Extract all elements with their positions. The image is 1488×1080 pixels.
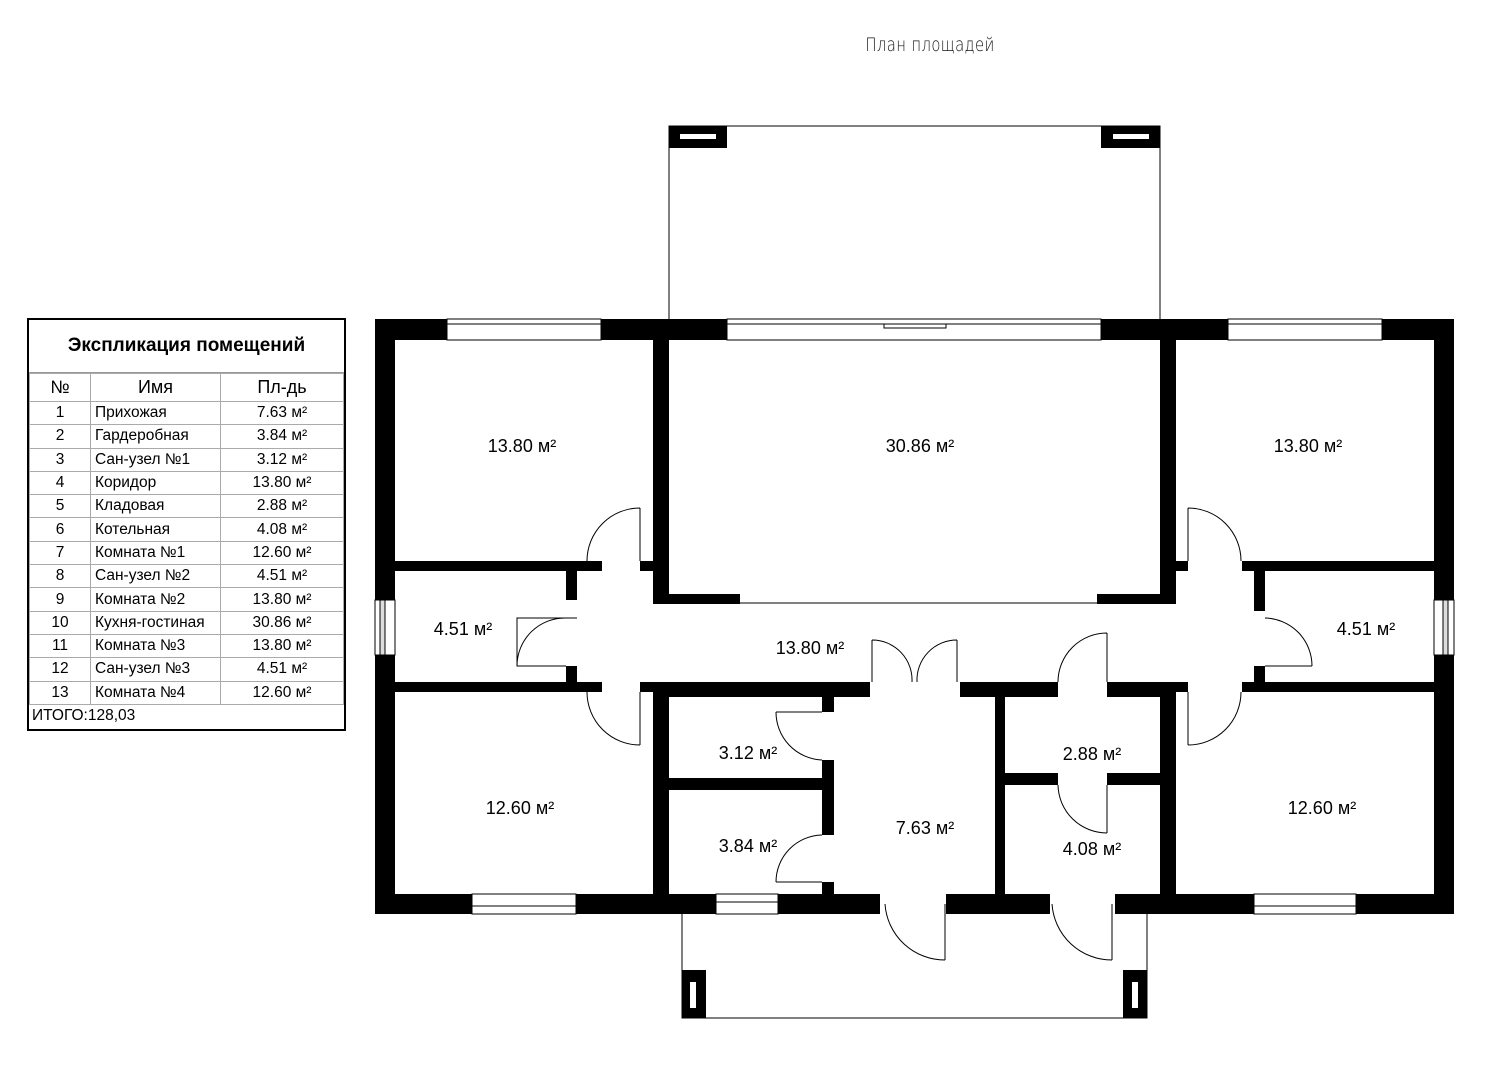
room-area-label: 2.88 м²: [1063, 744, 1121, 764]
room-area-label: 12.60 м²: [486, 798, 554, 818]
row-area: 4.51 м²: [220, 564, 344, 589]
row-name: Сан-узел №3: [90, 657, 221, 682]
row-name: Коридор: [90, 470, 221, 496]
row-number: 3: [29, 447, 91, 472]
plan-title: План площадей: [865, 34, 995, 56]
row-area: 7.63 м²: [220, 400, 344, 426]
row-area: 2.88 м²: [220, 494, 344, 519]
row-area: 4.08 м²: [220, 517, 344, 542]
row-number: 9: [29, 587, 91, 612]
row-area: 3.12 м²: [220, 447, 344, 472]
terrace-column: [669, 126, 1160, 148]
row-name: Кухня-гостиная: [90, 610, 221, 635]
room-area-label: 13.80 м²: [488, 436, 556, 456]
row-number: 11: [29, 633, 91, 659]
room-area-label: 3.84 м²: [719, 836, 777, 856]
row-number: 13: [29, 680, 91, 705]
room-area-label: 30.86 м²: [886, 436, 954, 456]
row-area: 13.80 м²: [220, 587, 344, 612]
row-number: 6: [29, 517, 91, 542]
room-area-label: 4.51 м²: [434, 619, 492, 639]
porch-column: [682, 970, 1147, 1018]
row-area: 13.80 м²: [220, 470, 344, 496]
col-area: Пл-дь: [220, 373, 344, 402]
room-area-label: 3.12 м²: [719, 743, 777, 763]
top-terrace: [668, 125, 1161, 319]
table-header-row: № Имя Пл-дь: [29, 373, 344, 402]
row-area: 13.80 м²: [220, 633, 344, 659]
room-area-label: 7.63 м²: [896, 818, 954, 838]
col-name: Имя: [90, 373, 221, 402]
row-number: 2: [29, 424, 91, 449]
total-area: ИТОГО:128,03: [32, 706, 136, 724]
row-number: 12: [29, 657, 91, 682]
room-area-label: 4.08 м²: [1063, 839, 1121, 859]
door[interactable]: [516, 507, 1313, 961]
room-area-label: 12.60 м²: [1288, 798, 1356, 818]
row-area: 12.60 м²: [220, 680, 344, 705]
row-area: 3.84 м²: [220, 424, 344, 449]
explication-title: Экспликация помещений: [29, 320, 344, 373]
row-name: Прихожая: [90, 400, 221, 426]
row-name: Комната №1: [90, 540, 221, 566]
room-area-label: 13.80 м²: [1274, 436, 1342, 456]
window: [374, 318, 1455, 915]
row-number: 10: [29, 610, 91, 635]
row-number: 1: [29, 400, 91, 426]
row-name: Сан-узел №1: [90, 447, 221, 472]
walls: [375, 319, 1454, 914]
room-area-label: 4.51 м²: [1337, 619, 1395, 639]
row-name: Комната №4: [90, 680, 221, 705]
room-area-label: 13.80 м²: [776, 638, 844, 658]
bottom-porch: [681, 914, 1148, 1019]
